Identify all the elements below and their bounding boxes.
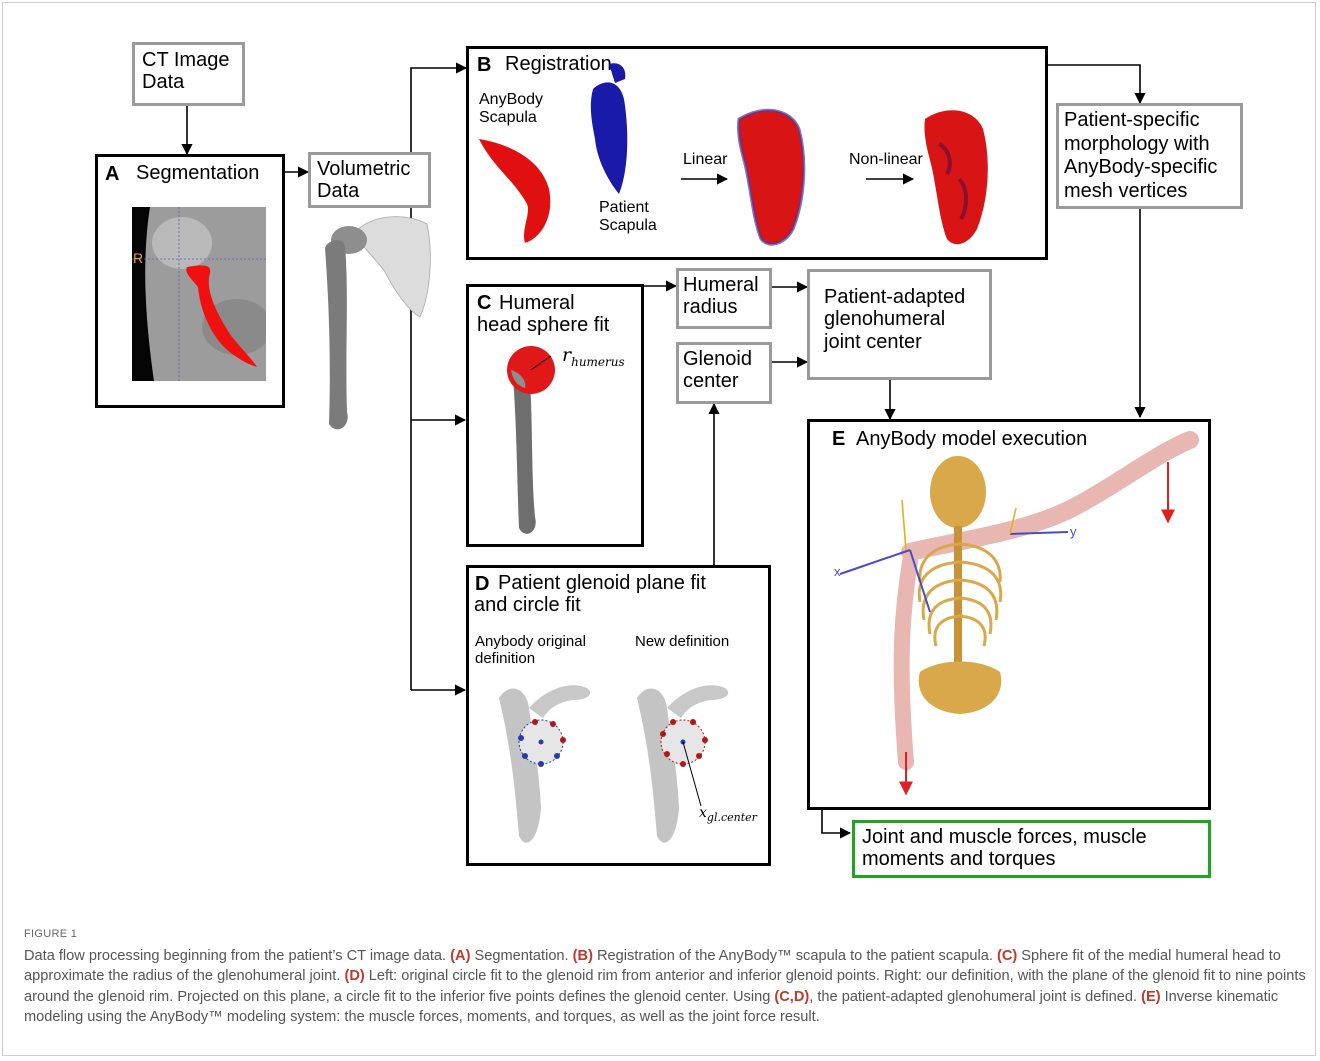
- panel-c-title: Humeral head sphere fit: [477, 292, 609, 337]
- caption-s2: Segmentation.: [470, 948, 572, 964]
- panel-a-letter: A: [105, 163, 119, 185]
- joint-center-box: Patient-adapted glenohumeral joint cente…: [807, 269, 992, 380]
- figure-label: FIGURE 1: [24, 924, 1314, 945]
- caption-ref-a: (A): [450, 948, 470, 964]
- caption-ref-d: (D): [344, 968, 364, 984]
- registration-images: [469, 49, 1045, 257]
- humeral-radius-label: Humeral radius: [683, 274, 759, 319]
- outputs-box: Joint and muscle forces, muscle moments …: [852, 820, 1211, 878]
- patient-morphology-label: Patient-specific morphology with AnyBody…: [1064, 109, 1217, 203]
- caption-ref-cd: (C,D): [774, 989, 809, 1005]
- humeral-radius-box: Humeral radius: [676, 268, 772, 329]
- caption-s1: Data flow processing beginning from the …: [24, 948, 450, 964]
- glenoid-center-label: Glenoid center: [683, 348, 752, 393]
- patient-morphology-box: Patient-specific morphology with AnyBody…: [1056, 103, 1243, 209]
- humerus-radius-sub: humerus: [571, 355, 625, 369]
- ct-orientation-marker: R: [133, 250, 143, 266]
- panel-a-segmentation: A Segmentation R: [95, 154, 285, 408]
- axis-x-label: x: [834, 564, 841, 579]
- panel-b-registration: B Registration AnyBody Scapula Patient S…: [466, 46, 1048, 260]
- panel-c-humeral-sphere-fit: C Humeral head sphere fit rhumerus: [466, 284, 644, 547]
- glenoid-fit-images: [469, 568, 768, 863]
- caption-ref-b: (B): [573, 948, 593, 964]
- outputs-label: Joint and muscle forces, muscle moments …: [862, 826, 1147, 871]
- ct-image-data-label: CT Image Data: [142, 49, 229, 94]
- caption-s3: Registration of the AnyBody™ scapula to …: [593, 948, 997, 964]
- figure-caption: FIGURE 1 Data flow processing beginning …: [24, 924, 1314, 1028]
- humerus-sphere-image: [499, 342, 579, 542]
- humerus-scapula-bone-image: [315, 212, 440, 438]
- panel-a-title: Segmentation: [136, 162, 259, 184]
- panel-e-model-execution: E AnyBody model execution x y: [807, 419, 1211, 810]
- panel-d-glenoid-fit: D Patient glenoid plane fit and circle f…: [466, 565, 771, 866]
- volumetric-data-label: Volumetric Data: [317, 158, 410, 203]
- caption-ref-e: (E): [1141, 989, 1160, 1005]
- ct-slice-image: R: [132, 207, 266, 381]
- caption-s6: , the patient-adapted glenohumeral joint…: [809, 989, 1141, 1005]
- glenoid-center-box: Glenoid center: [676, 342, 772, 404]
- axis-y-label: y: [1070, 524, 1077, 539]
- joint-center-label: Patient-adapted glenohumeral joint cente…: [824, 286, 965, 353]
- caption-ref-c: (C): [997, 948, 1017, 964]
- volumetric-data-box: Volumetric Data: [308, 152, 431, 208]
- ct-image-data-box: CT Image Data: [132, 42, 245, 106]
- anybody-skeleton-image: x y: [810, 422, 1208, 807]
